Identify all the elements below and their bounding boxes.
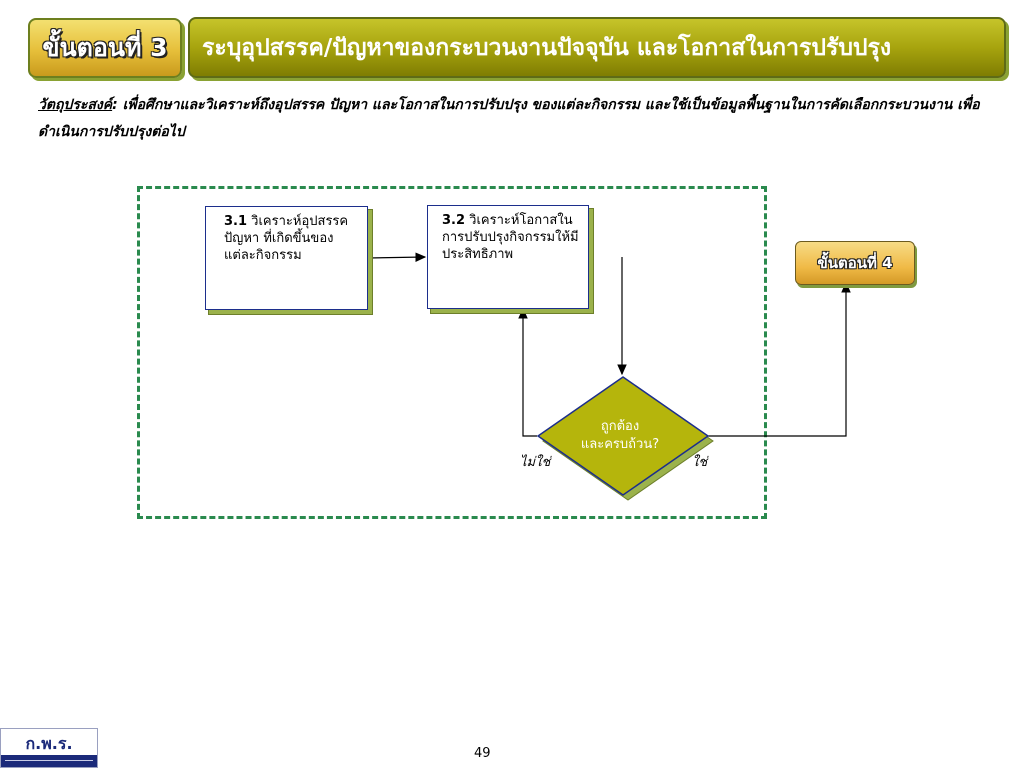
next-step-label: ขั้นตอนที่ 4 <box>817 254 893 272</box>
next-step-badge: ขั้นตอนที่ 4 <box>795 241 915 285</box>
decision-diamond <box>536 376 710 496</box>
step-3-2-text: วิเคราะห์โอกาสในการปรับปรุงกิจกรรมให้มีป… <box>442 213 579 262</box>
page-number: 49 <box>474 746 491 761</box>
step-3-1-box: 3.1 วิเคราะห์อุปสรรค ปัญหา ที่เกิดขึ้นขอ… <box>205 206 368 310</box>
objective-label: วัตถุประสงค์ <box>38 97 113 113</box>
process-frame <box>137 186 767 519</box>
step-3-2-box: 3.2 วิเคราะห์โอกาสในการปรับปรุงกิจกรรมให… <box>427 205 589 309</box>
step-3-2-number: 3.2 <box>442 213 466 228</box>
step-badge-label: ขั้นตอนที่ 3 <box>42 33 168 62</box>
title-banner: ระบุอุปสรรค/ปัญหาของกระบวนงานปัจจุบัน แล… <box>188 17 1006 78</box>
arrow-yes-to-step4 <box>708 281 851 437</box>
objective-text: วัตถุประสงค์: เพื่อศึกษาและวิเคราะห์ถึงอ… <box>38 92 988 146</box>
objective-body: : เพื่อศึกษาและวิเคราะห์ถึงอุปสรรค ปัญหา… <box>38 97 980 140</box>
opdc-logo: ก.พ.ร. <box>0 728 98 768</box>
no-label: ไม่ใช่ <box>520 455 551 470</box>
page-title: ระบุอุปสรรค/ปัญหาของกระบวนงานปัจจุบัน แล… <box>202 34 892 61</box>
yes-label: ใช่ <box>692 455 708 470</box>
step-3-1-number: 3.1 <box>224 214 248 229</box>
logo-bar <box>1 755 97 767</box>
arrow-no-loop <box>518 307 537 437</box>
arrow-box1-to-box2 <box>367 252 427 262</box>
decision-line-1: ถูกต้อง <box>600 419 640 434</box>
step-3-1-text: วิเคราะห์อุปสรรค ปัญหา ที่เกิดขึ้นของแต่… <box>224 214 349 263</box>
decision-line-2: และครบถ้วน? <box>580 437 660 452</box>
step-badge: ขั้นตอนที่ 3 <box>28 18 182 78</box>
logo-text: ก.พ.ร. <box>25 734 73 753</box>
decision-text: ถูกต้อง และครบถ้วน? <box>560 418 680 454</box>
